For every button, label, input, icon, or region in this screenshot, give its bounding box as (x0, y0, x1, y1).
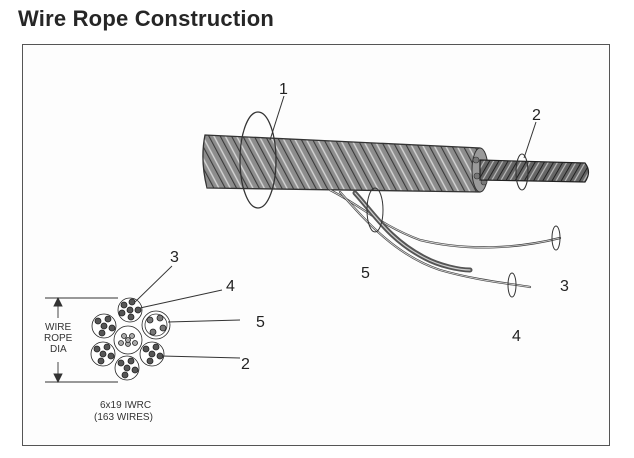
dimension-label-line2: ROPE (44, 333, 73, 344)
cs-leader-5 (167, 319, 241, 323)
outer-strand-top (117, 297, 143, 323)
cs-callout-2: 2 (241, 356, 250, 373)
outer-strand-upper-right (141, 310, 171, 340)
leader-2 (523, 121, 537, 159)
outer-strand-lower-right (139, 341, 165, 367)
cs-callout-3: 3 (170, 249, 179, 266)
dimension-indicator (45, 296, 118, 384)
callout-1: 1 (279, 81, 288, 98)
callout-4-lower: 4 (512, 328, 521, 345)
cross-section (90, 297, 171, 381)
strand-loop-5 (366, 187, 384, 233)
outer-strand-bottom (114, 355, 140, 381)
cs-callout-5: 5 (256, 314, 265, 331)
cs-leader-2 (161, 355, 241, 359)
page-title: Wire Rope Construction (18, 6, 274, 31)
callout-5-lower: 5 (361, 265, 370, 282)
cs-leader-4 (139, 289, 223, 309)
wire-loop-3 (551, 225, 561, 251)
leader-1 (269, 95, 285, 141)
wire-loop-4 (507, 272, 517, 298)
unraveled-strands (328, 188, 562, 289)
callout-2-top: 2 (532, 107, 541, 124)
wire-rope-body (202, 134, 489, 193)
strand-loop-1 (239, 111, 277, 209)
outer-strand-lower-left (90, 341, 116, 367)
cs-leader-3 (134, 265, 173, 303)
caption-line1: 6x19 IWRC (100, 400, 151, 411)
dimension-label-line3: DIA (50, 344, 67, 355)
iwrc-core (113, 325, 143, 355)
outer-strand-upper-left (91, 313, 117, 339)
core-loop-2 (515, 153, 529, 191)
rope-core (479, 159, 590, 183)
cs-callout-4: 4 (226, 278, 235, 295)
dimension-label-line1: WIRE (45, 322, 71, 333)
callout-3-side: 3 (560, 278, 569, 295)
figure-frame (22, 44, 610, 446)
caption-line2: (163 WIRES) (94, 412, 153, 423)
